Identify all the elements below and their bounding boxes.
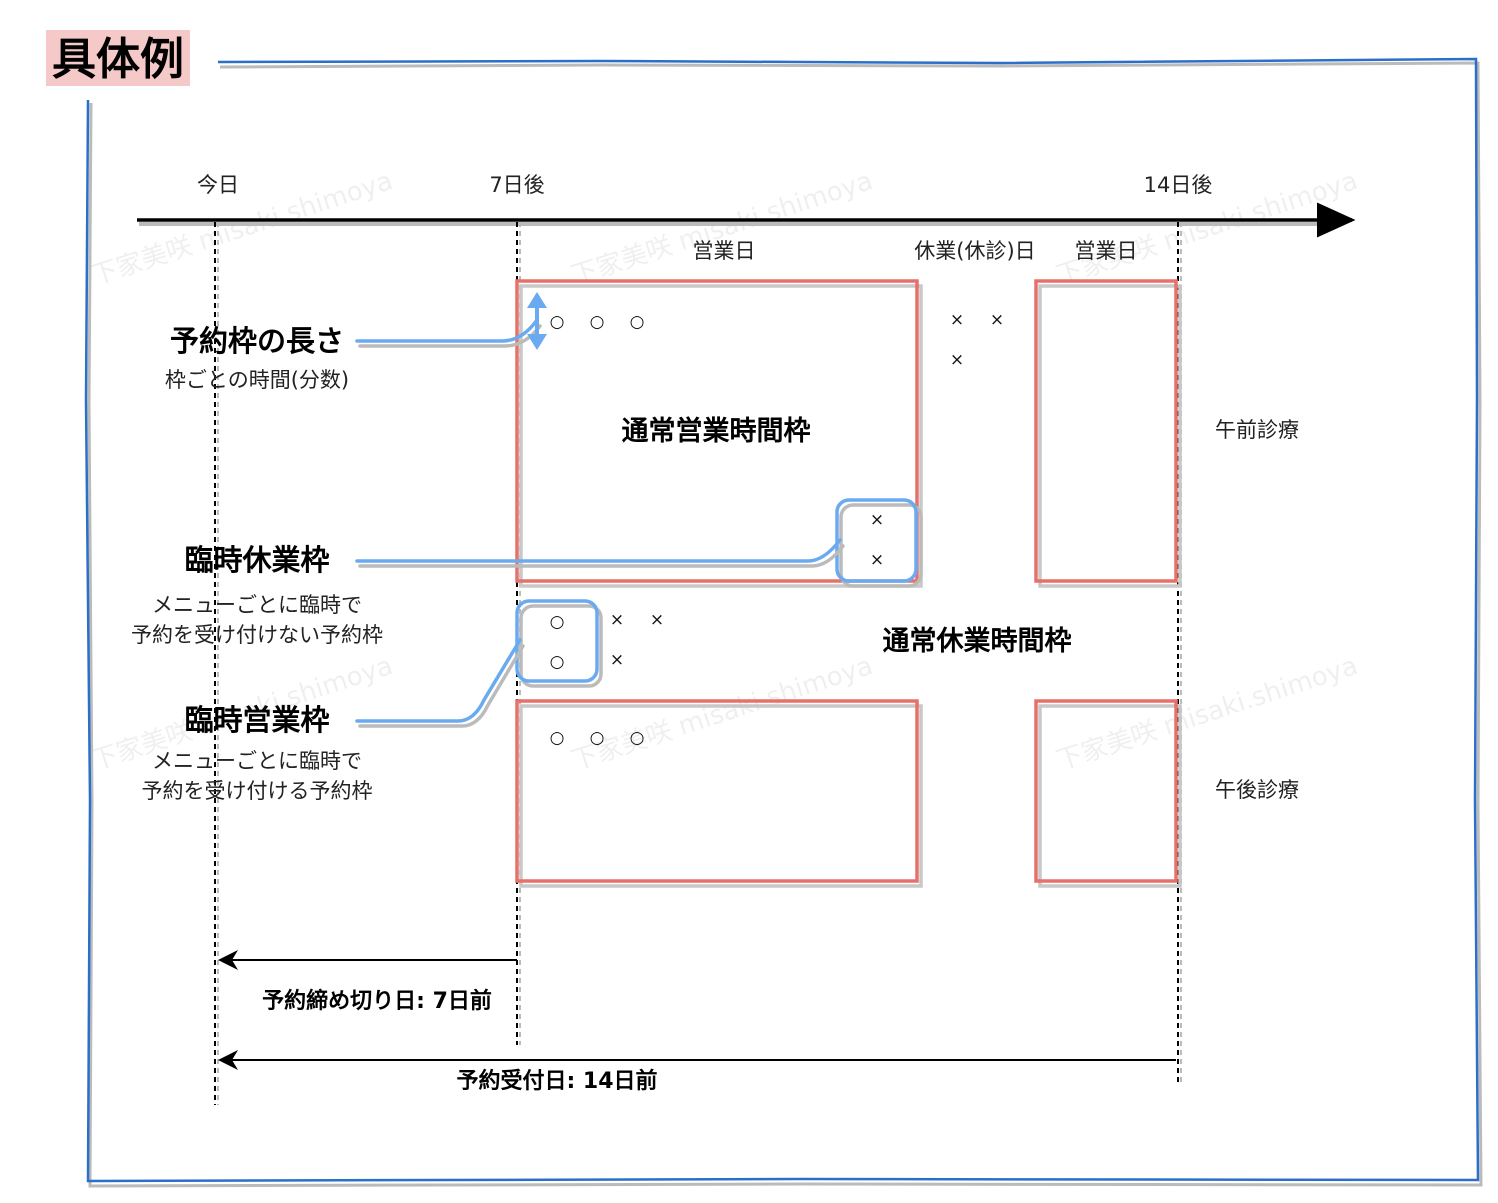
closed-mark: × [650,610,664,630]
slot-length-title: 予約枠の長さ [170,324,344,358]
watermark: 下家美咲 misaki.shimoya [1053,651,1362,777]
watermark: 下家美咲 misaki.shimoya [568,166,877,292]
temp-open-slot-box [515,599,599,683]
page-title: 具体例 [52,34,184,85]
closed-mark: × [610,650,624,670]
business-slot-pm-day14 [1034,699,1178,883]
temp-closed-title: 臨時休業枠 [184,543,329,577]
temp-closed-desc: メニューごとに臨時で [152,593,362,617]
temp-closed-slot-box [835,498,918,583]
day-label-business: 営業日 [693,239,756,263]
business-slot-am-day14 [1034,279,1178,583]
closed-mark: × [950,310,964,330]
regular-business-slot-label: 通常営業時間枠 [622,415,811,447]
temp-open-desc: メニューごとに臨時で [152,749,362,773]
regular-closed-slot-label: 通常休業時間枠 [883,626,1072,657]
temp-open-connector [355,638,522,723]
morning-session-label: 午前診療 [1215,418,1299,442]
timeline-label-today: 今日 [197,173,239,197]
title-background [46,30,190,86]
open-mark: ○ [550,312,565,332]
closed-mark: × [610,610,624,630]
open-mark: ○ [630,728,645,748]
temp-open-title: 臨時営業枠 [184,703,329,737]
watermark: 下家美咲 misaki.shimoya [88,166,397,292]
open-mark: ○ [590,312,605,332]
day-label-business: 営業日 [1075,239,1138,263]
acceptance-label: 予約受付日: 14日前 [456,1068,657,1094]
open-mark: ○ [550,652,565,672]
afternoon-session-label: 午後診療 [1215,778,1299,802]
timeline-label-7days: 7日後 [489,173,544,197]
open-mark: ○ [630,312,645,332]
closed-mark: × [870,510,884,530]
temp-open-desc: 予約を受け付ける予約枠 [142,779,373,803]
open-mark: ○ [590,728,605,748]
temp-closed-desc: 予約を受け付けない予約枠 [131,623,383,647]
closed-mark: × [870,550,884,570]
temp-closed-connector [355,538,842,563]
timeline-label-14days: 14日後 [1144,173,1213,197]
deadline-label: 予約締め切り日: 7日前 [262,988,492,1014]
closed-mark: × [950,350,964,370]
open-mark: ○ [550,728,565,748]
frame [84,57,1483,1188]
day-label-holiday: 休業(休診)日 [914,239,1035,263]
closed-mark: × [990,310,1004,330]
slot-length-double-arrow-icon [527,292,547,350]
business-slot-am-day7 [515,279,919,583]
slot-length-desc: 枠ごとの時間(分数) [165,368,349,392]
business-slot-pm-day7 [515,699,919,883]
slot-length-connector [355,318,539,343]
open-mark: ○ [550,612,565,632]
